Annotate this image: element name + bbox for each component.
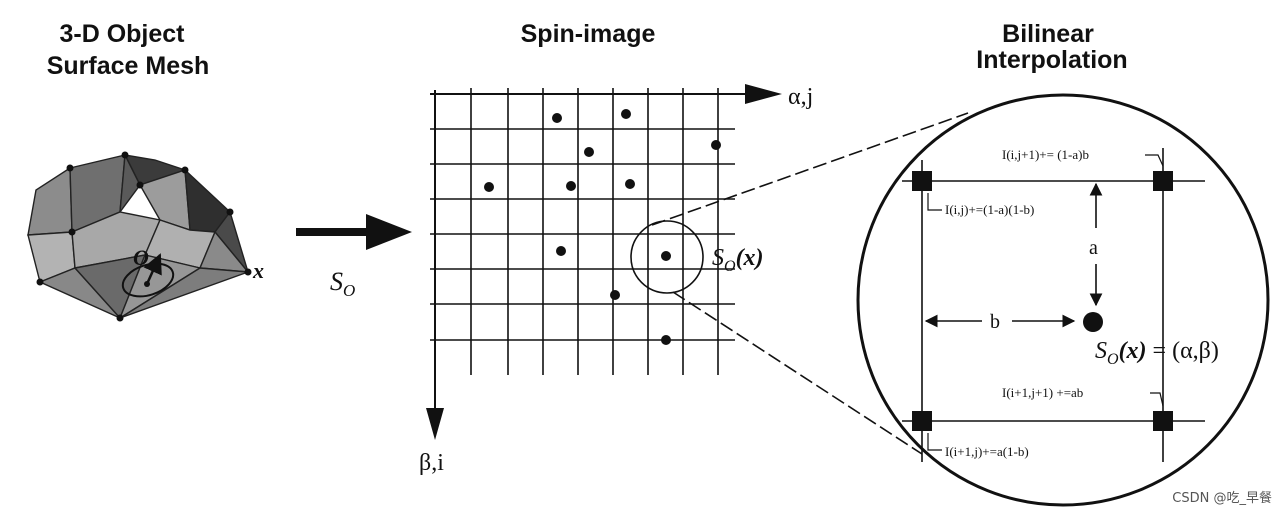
transform-arrow [296,214,412,250]
spin-image-grid [430,88,735,375]
watermark: CSDN @吃_早餐 [1172,490,1272,506]
spin-point [661,335,671,345]
alpha-axis-arrowhead [745,84,782,104]
spin-point [484,182,494,192]
label-top-left: I(i,j)+=(1-a)(1-b) [945,202,1034,217]
point-x-label: x [252,258,264,283]
surface-normal-arrow [143,253,162,285]
spin-point [552,113,562,123]
mesh-vertices [36,151,252,322]
mesh-title-line1: 3-D Object [59,20,185,48]
origin-ellipse [121,262,175,298]
transform-label: SO [330,267,355,300]
zoom-circle [856,93,1270,507]
zoom-line-top [651,112,969,226]
zoom-line-bottom [672,291,923,455]
mesh-title-line2: Surface Mesh [47,52,210,80]
spin-point-label: SO(x) [712,245,764,275]
dim-b-label: b [990,311,1000,333]
spin-point [621,109,631,119]
label-leaders [927,154,1164,451]
origin-point [144,281,150,287]
label-top-right: I(i,j+1)+= (1-a)b [1002,147,1089,162]
corner-square-top-left [912,171,932,191]
origin-label: O [133,245,149,270]
spin-image-title: Spin-image [521,20,656,48]
beta-axis-label: β,i [419,450,444,476]
beta-axis-arrowhead [426,408,444,440]
spin-point [610,290,620,300]
interp-sample-point [1083,312,1103,332]
spin-point [584,147,594,157]
bilinear-title-line1: Bilinear [1002,20,1094,48]
dim-a-label: a [1089,237,1098,259]
label-bottom-left: I(i+1,j)+=a(1-b) [945,444,1029,459]
corner-square-top-right [1153,171,1173,191]
corner-square-bottom-left [912,411,932,431]
corner-square-bottom-right [1153,411,1173,431]
spin-point [661,251,671,261]
label-bottom-right: I(i+1,j+1) +=ab [1002,385,1083,400]
interp-corner-squares [912,171,1173,431]
bilinear-title-line2: Interpolation [976,46,1127,74]
highlight-circle [630,220,704,294]
spin-point [625,179,635,189]
spin-point [566,181,576,191]
spin-point [556,246,566,256]
surface-mesh [27,152,250,320]
interp-point-label: SO(x)= (α,β) [1095,338,1219,368]
spin-image-points [484,109,721,345]
alpha-axis-label: α,j [788,84,813,110]
spin-point [711,140,721,150]
